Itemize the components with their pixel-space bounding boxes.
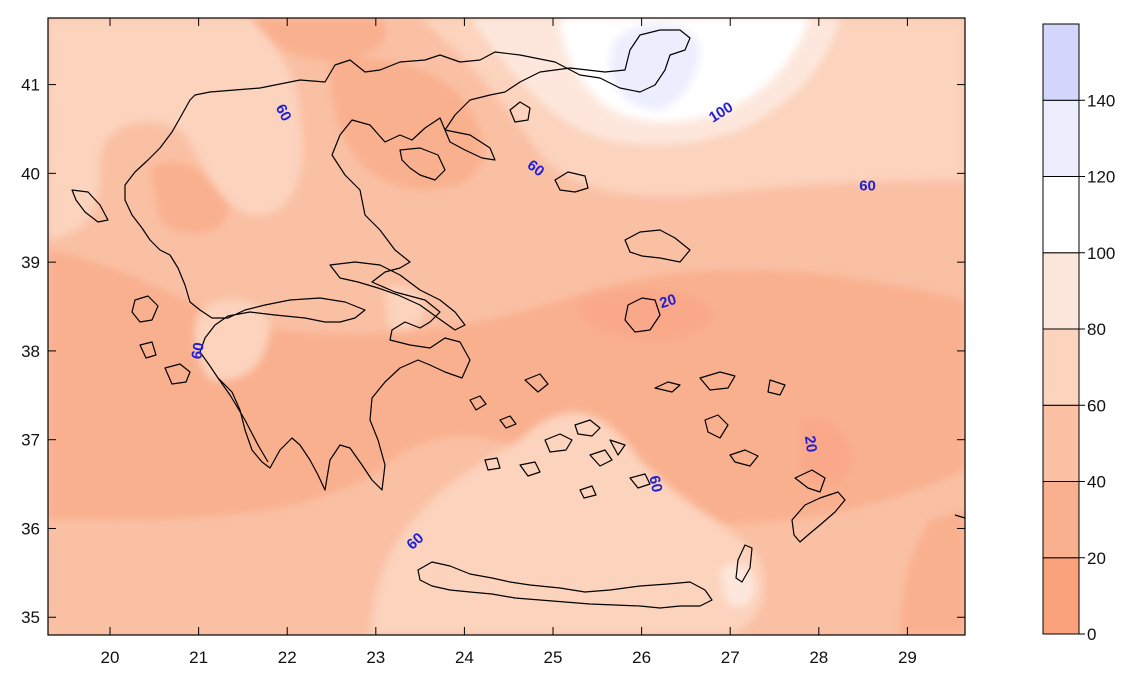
colorbar-band (1042, 23, 1080, 101)
x-tick-label: 25 (544, 648, 563, 667)
colorbar-band (1042, 557, 1080, 635)
lemnos-coastline (554, 171, 589, 193)
chalkidiki-coastline (399, 129, 496, 181)
karpathos-coastline (735, 544, 753, 583)
colorbar-label: 60 (1087, 396, 1106, 415)
colorbar-band (1042, 252, 1080, 330)
lesbos-coastline (624, 229, 691, 263)
colorbar-band (1042, 99, 1080, 177)
chios-coastline (624, 297, 661, 333)
x-tick-label: 29 (898, 648, 917, 667)
contour-label: 20 (657, 291, 678, 312)
x-axis: 20 21 22 23 24 25 26 27 28 29 (101, 18, 917, 667)
y-tick-label: 35 (21, 608, 40, 627)
contour-label: 60 (188, 341, 208, 360)
x-tick-label: 20 (101, 648, 120, 667)
colorbar-band (1042, 481, 1080, 559)
ionian-islands-coastlines (71, 189, 191, 385)
mainland-coastline (124, 29, 691, 491)
dodecanese-coastlines (699, 371, 826, 493)
crete-coastline (417, 561, 713, 609)
colorbar-label: 80 (1087, 320, 1106, 339)
colorbar-band (1042, 328, 1080, 406)
y-tick-label: 36 (21, 519, 40, 538)
thasos-coastline (509, 101, 531, 123)
y-tick-label: 39 (21, 253, 40, 272)
coastline-outlines (71, 29, 965, 609)
plot-frame (47, 17, 966, 636)
colorbar-label: 140 (1087, 91, 1115, 110)
peloponnese-coast (217, 377, 269, 463)
y-tick-label: 37 (21, 431, 40, 450)
y-axis: 35 36 37 38 39 40 41 (21, 76, 965, 627)
x-tick-label: 28 (809, 648, 828, 667)
contour-label: 20 (801, 435, 820, 454)
contour-label: 60 (272, 101, 295, 124)
contour-field (48, 18, 965, 635)
colorbar-label: 40 (1087, 473, 1106, 492)
evia-coastline (329, 261, 466, 331)
x-tick-label: 26 (632, 648, 651, 667)
x-tick-label: 22 (278, 648, 297, 667)
y-tick-label: 40 (21, 164, 40, 183)
turkish-coast (954, 514, 965, 519)
colorbar-band (1042, 176, 1080, 254)
contour-label: 60 (859, 178, 876, 195)
colorbar-label: 20 (1087, 549, 1106, 568)
contour-label: 60 (524, 157, 548, 181)
x-tick-label: 24 (455, 648, 474, 667)
contour-label: 60 (645, 474, 665, 494)
colorbar-band (1042, 404, 1080, 482)
y-tick-label: 41 (21, 76, 40, 95)
samos-coastline (654, 381, 681, 393)
y-tick-label: 38 (21, 342, 40, 361)
colorbar: 0 20 40 60 80 100 120 140 (1042, 23, 1115, 644)
x-tick-label: 27 (721, 648, 740, 667)
cyclades-coastlines (469, 373, 651, 499)
x-tick-label: 21 (189, 648, 208, 667)
colorbar-label: 100 (1087, 244, 1115, 263)
colorbar-label: 0 (1087, 625, 1096, 644)
colorbar-label: 120 (1087, 168, 1115, 187)
x-tick-label: 23 (366, 648, 385, 667)
rhodes-coastline (791, 491, 846, 543)
